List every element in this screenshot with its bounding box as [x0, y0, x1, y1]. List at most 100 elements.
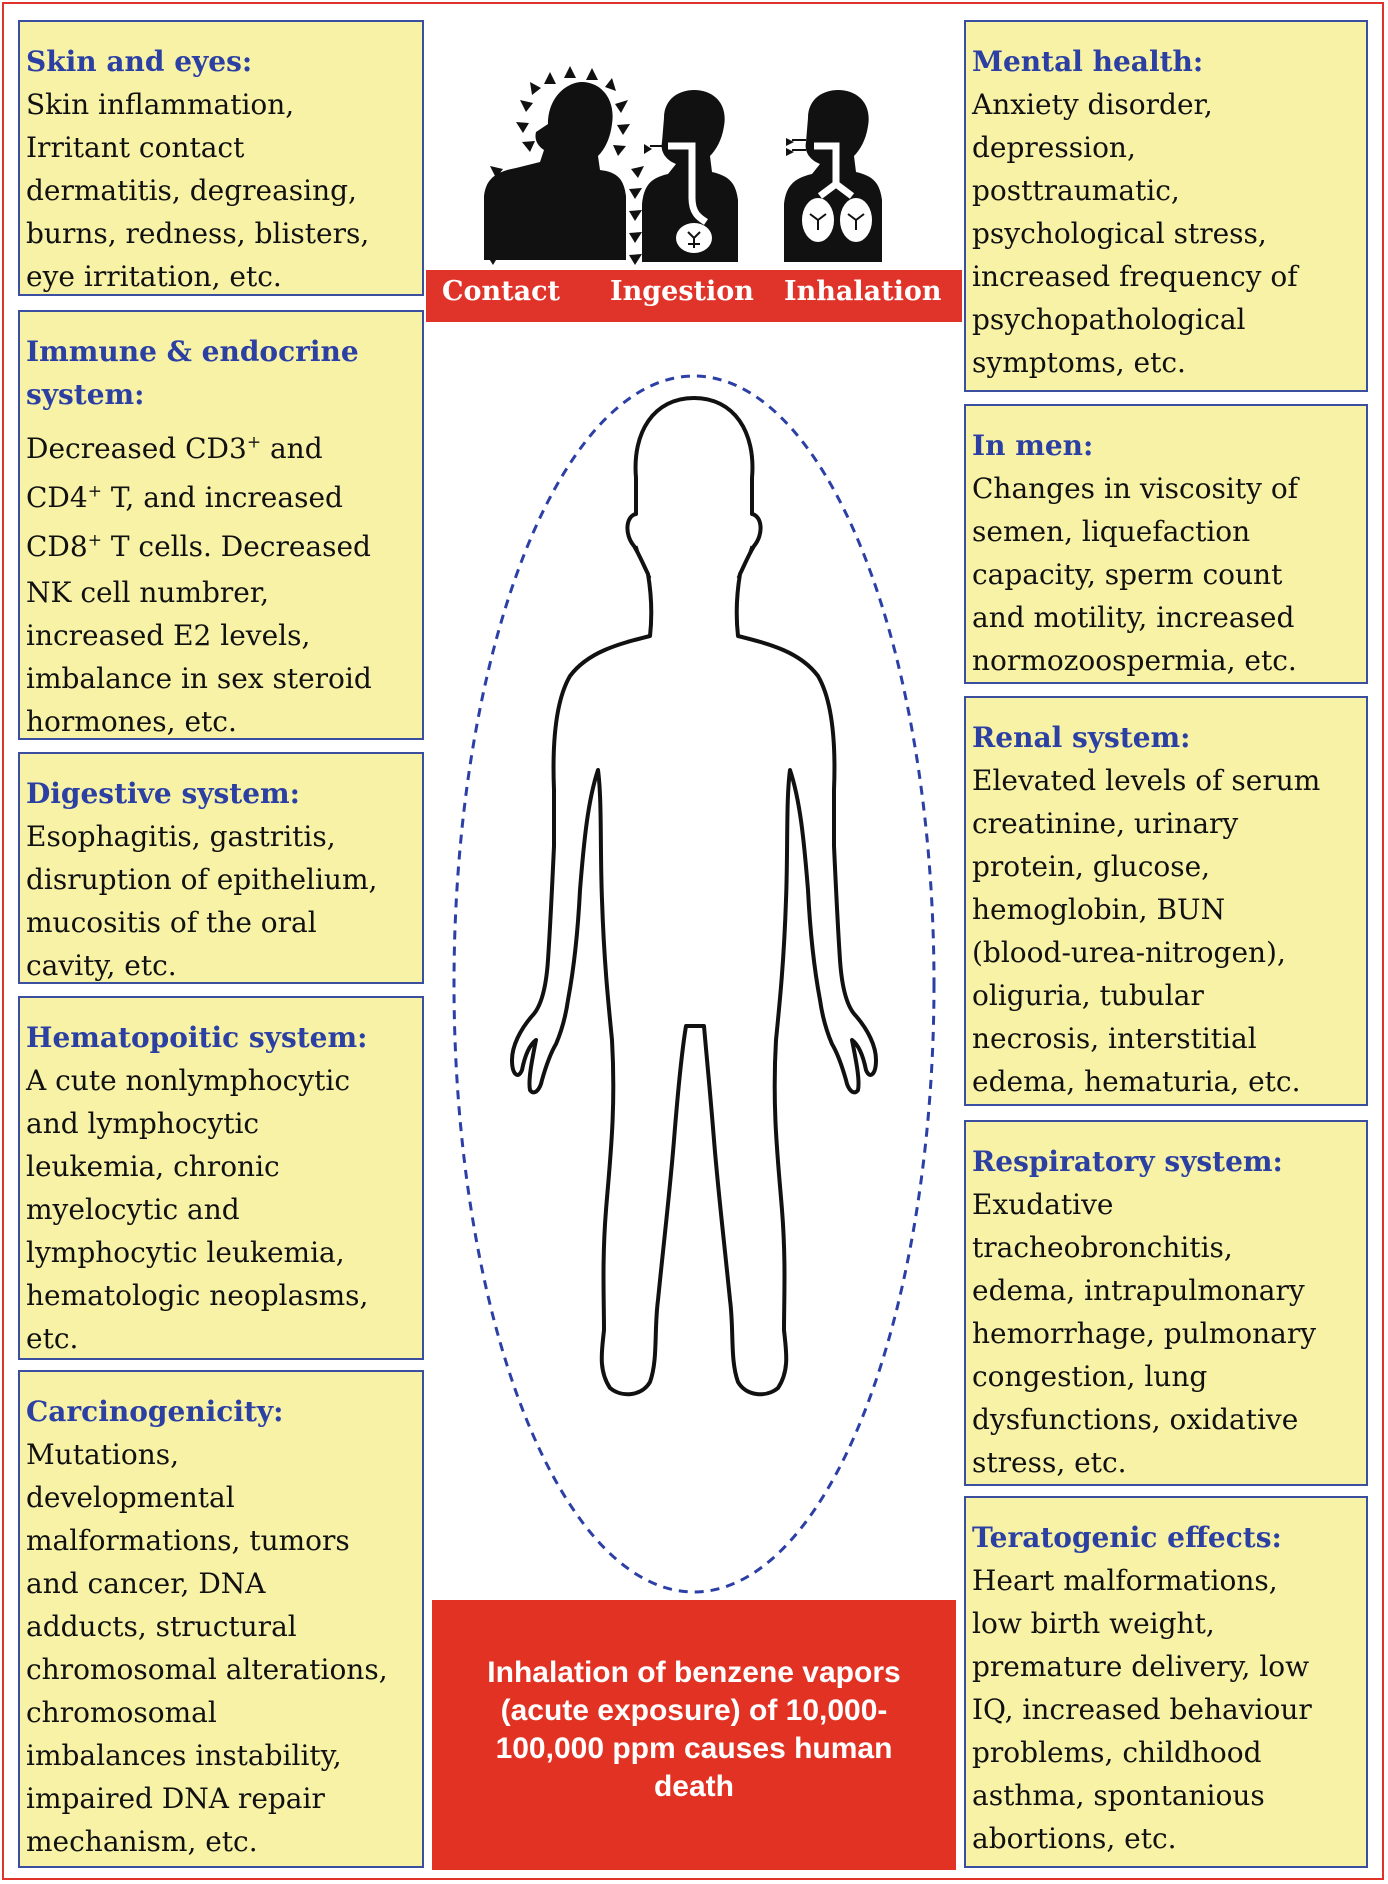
box-title: Teratogenic effects: [972, 1521, 1282, 1554]
renal-system-box: Renal system: Elevated levels of serum c… [964, 696, 1368, 1106]
contact-icon [484, 66, 644, 265]
box-line: premature delivery, low [972, 1650, 1310, 1683]
box-line: capacity, sperm count [972, 558, 1283, 591]
box-line: semen, liquefaction [972, 515, 1251, 548]
box-line: depression, [972, 131, 1136, 164]
box-line: asthma, spontanious [972, 1779, 1265, 1812]
box-line: dermatitis, degreasing, [26, 174, 357, 207]
box-line: Changes in viscosity of [972, 472, 1299, 505]
box-title: In men: [972, 429, 1094, 462]
route-ingestion-label: Ingestion [610, 276, 754, 307]
box-line: lymphocytic leukemia, [26, 1236, 345, 1269]
respiratory-system-box: Respiratory system: Exudative tracheobro… [964, 1120, 1368, 1486]
box-line: Esophagitis, gastritis, [26, 820, 336, 853]
skin-eyes-box: Skin and eyes: Skin inflammation, Irrita… [18, 20, 424, 296]
box-line: increased E2 levels, [26, 619, 311, 652]
box-line: and lymphocytic [26, 1107, 260, 1140]
box-line: and motility, increased [972, 601, 1295, 634]
box-line: posttraumatic, [972, 174, 1180, 207]
box-line: Mutations, [26, 1438, 180, 1471]
note-line: 100,000 ppm causes human [495, 1732, 893, 1765]
note-line: (acute exposure) of 10,000- [500, 1694, 888, 1727]
box-line: cavity, etc. [26, 949, 177, 982]
box-line: CD8+ T cells. Decreased [26, 530, 371, 563]
box-line: Anxiety disorder, [972, 88, 1213, 121]
box-line: disruption of epithelium, [26, 863, 378, 896]
box-line: creatinine, urinary [972, 807, 1239, 840]
box-line: myelocytic and [26, 1193, 240, 1226]
box-line: low birth weight, [972, 1607, 1215, 1640]
route-inhalation-label: Inhalation [784, 276, 942, 307]
box-line: adducts, structural [26, 1610, 297, 1643]
note-line: Inhalation of benzene vapors [487, 1656, 901, 1689]
box-line: psychopathological [972, 303, 1246, 336]
box-line: hemorrhage, pulmonary [972, 1317, 1317, 1350]
box-line: eye irritation, etc. [26, 260, 282, 293]
box-line: etc. [26, 1322, 79, 1355]
box-line: mechanism, etc. [26, 1825, 258, 1858]
ingestion-icon [642, 90, 738, 262]
box-line: CD4+ T, and increased [26, 481, 343, 514]
carcinogenicity-box: Carcinogenicity: Mutations, developmenta… [18, 1370, 424, 1868]
box-line: impaired DNA repair [26, 1782, 325, 1815]
teratogenic-effects-box: Teratogenic effects: Heart malformations… [964, 1496, 1368, 1868]
box-line: developmental [26, 1481, 235, 1514]
box-line: hormones, etc. [26, 705, 237, 738]
box-title: Carcinogenicity: [26, 1395, 284, 1428]
box-line: chromosomal [26, 1696, 217, 1729]
box-line: oliguria, tubular [972, 979, 1204, 1012]
box-title: Mental health: [972, 45, 1204, 78]
box-line: (blood-urea-nitrogen), [972, 936, 1286, 969]
box-line: necrosis, interstitial [972, 1022, 1257, 1055]
box-title: Immune & endocrine [26, 335, 359, 368]
mental-health-box: Mental health: Anxiety disorder, depress… [964, 20, 1368, 392]
box-line: hemoglobin, BUN [972, 893, 1226, 926]
box-line: edema, intrapulmonary [972, 1274, 1305, 1307]
box-line: Decreased CD3+ and [26, 432, 323, 465]
box-line: Irritant contact [26, 131, 245, 164]
box-line: abortions, etc. [972, 1822, 1177, 1855]
exposure-routes-bar: Contact Ingestion Inhalation [426, 270, 962, 322]
box-line: protein, glucose, [972, 850, 1211, 883]
body-dashed-ellipse [452, 374, 936, 1594]
box-line: Elevated levels of serum [972, 764, 1321, 797]
inhalation-icon [784, 90, 882, 262]
digestive-system-box: Digestive system: Esophagitis, gastritis… [18, 752, 424, 984]
box-line: NK cell numbrer, [26, 576, 270, 609]
box-line: burns, redness, blisters, [26, 217, 370, 250]
box-title: system: [26, 378, 145, 411]
box-line: symptoms, etc. [972, 346, 1186, 379]
human-body-outline [510, 396, 878, 1397]
box-line: hematologic neoplasms, [26, 1279, 369, 1312]
immune-endocrine-box: Immune & endocrine system: Decreased CD3… [18, 310, 424, 740]
hematopoietic-system-box: Hematopoitic system: A cute nonlymphocyt… [18, 996, 424, 1360]
box-line: malformations, tumors [26, 1524, 350, 1557]
box-line: Heart malformations, [972, 1564, 1278, 1597]
box-title: Respiratory system: [972, 1145, 1283, 1178]
box-title: Renal system: [972, 721, 1191, 754]
box-line: tracheobronchitis, [972, 1231, 1233, 1264]
box-line: imbalance in sex steroid [26, 662, 372, 695]
box-line: psychological stress, [972, 217, 1267, 250]
box-line: leukemia, chronic [26, 1150, 280, 1183]
box-line: chromosomal alterations, [26, 1653, 388, 1686]
box-title: Hematopoitic system: [26, 1021, 368, 1054]
box-title: Skin and eyes: [26, 45, 253, 78]
box-line: Skin inflammation, [26, 88, 295, 121]
box-line: increased frequency of [972, 260, 1298, 293]
box-line: stress, etc. [972, 1446, 1127, 1479]
box-line: A cute nonlymphocytic [26, 1064, 351, 1097]
box-line: edema, hematuria, etc. [972, 1065, 1301, 1098]
route-contact-label: Contact [442, 276, 561, 307]
box-title: Digestive system: [26, 777, 300, 810]
box-line: mucositis of the oral [26, 906, 317, 939]
box-line: Exudative [972, 1188, 1114, 1221]
box-line: IQ, increased behaviour [972, 1693, 1312, 1726]
box-line: congestion, lung [972, 1360, 1208, 1393]
note-line: death [653, 1770, 734, 1803]
in-men-box: In men: Changes in viscosity of semen, l… [964, 404, 1368, 684]
box-line: and cancer, DNA [26, 1567, 266, 1600]
box-line: normozoospermia, etc. [972, 644, 1297, 677]
